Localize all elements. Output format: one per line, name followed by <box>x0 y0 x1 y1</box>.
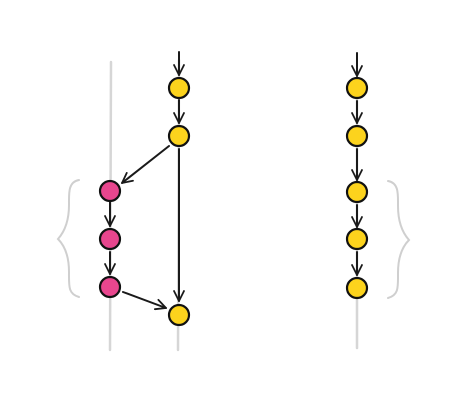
linear-commit-3 <box>345 180 369 204</box>
arrow-merge-in <box>122 291 167 311</box>
feature-commit-2 <box>98 227 122 251</box>
commit-nodes <box>98 76 369 327</box>
main-commit-3 <box>167 303 191 327</box>
curly-brace-left-icon <box>56 179 80 298</box>
feature-commit-1 <box>98 179 122 203</box>
linear-commit-5 <box>345 276 369 300</box>
braces <box>56 179 411 299</box>
curly-brace-right-icon <box>387 180 411 299</box>
arrow-branch-out <box>121 145 170 184</box>
branch-tracks <box>108 58 359 352</box>
linear-commit-1 <box>345 76 369 100</box>
linear-commit-2 <box>345 124 369 148</box>
main-commit-1 <box>167 76 191 100</box>
linear-commit-4 <box>345 227 369 251</box>
feature-commit-3 <box>98 275 122 299</box>
main-commit-2 <box>167 124 191 148</box>
commit-arrows <box>104 51 363 311</box>
